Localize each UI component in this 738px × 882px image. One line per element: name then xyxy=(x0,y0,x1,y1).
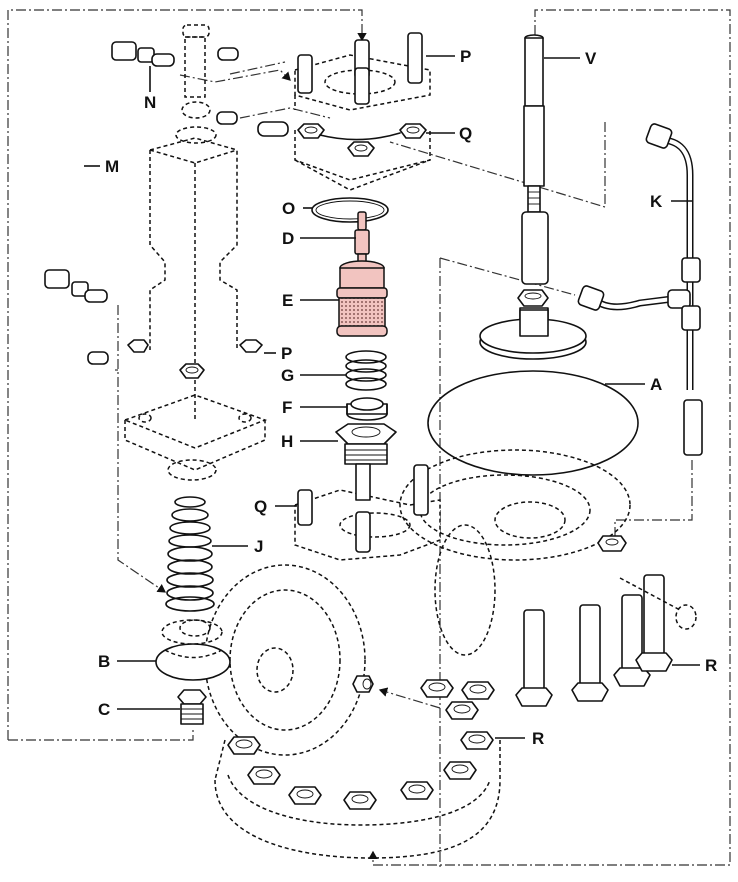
label-e: E xyxy=(282,291,293,310)
diaphragm-a xyxy=(427,370,639,476)
path-k-top xyxy=(389,122,606,208)
strainer-cartridge-e xyxy=(336,260,388,337)
label-k: K xyxy=(650,192,663,211)
label-d: D xyxy=(282,229,294,248)
valve-stem-d xyxy=(354,211,370,265)
main-spring-j xyxy=(165,496,215,612)
label-b: B xyxy=(98,652,110,671)
path-k-elbow xyxy=(439,257,576,296)
label-m: M xyxy=(105,157,119,176)
path-plug-c xyxy=(8,727,194,741)
balance-pipe-m xyxy=(24,41,175,303)
label-q-top: Q xyxy=(459,124,472,143)
push-rod-v xyxy=(479,34,587,360)
plug-c xyxy=(177,689,207,725)
path-j-arrow xyxy=(117,305,166,593)
studs-q-lower xyxy=(297,464,429,553)
return-spring-g xyxy=(345,350,387,391)
label-n: N xyxy=(144,93,156,112)
cone-seat-b xyxy=(155,619,231,681)
gasket-ring-o xyxy=(311,197,389,223)
label-p-mid: P xyxy=(281,344,292,363)
label-f: F xyxy=(282,398,292,417)
control-pipe-k xyxy=(577,123,703,456)
label-r-right: R xyxy=(705,656,717,675)
assembly-path-lines xyxy=(7,9,731,870)
path-plug-mid xyxy=(239,107,331,119)
pilot-head-hidden xyxy=(294,54,431,191)
nuts-r xyxy=(227,535,627,810)
path-r-arrow xyxy=(378,687,441,709)
label-q-low: Q xyxy=(254,497,267,516)
valve-seat-h xyxy=(335,423,397,501)
label-c: C xyxy=(98,700,110,719)
label-o: O xyxy=(282,199,295,218)
path-right-loop xyxy=(368,9,731,866)
path-left-loop xyxy=(7,9,367,740)
leader-lines xyxy=(84,55,700,739)
label-h: H xyxy=(281,432,293,451)
valve-head-f xyxy=(346,397,388,421)
label-p-top: P xyxy=(460,47,471,66)
pilot-small-parts xyxy=(87,47,289,379)
label-j: J xyxy=(254,537,263,556)
path-k-bottom xyxy=(614,460,693,540)
path-plug-top xyxy=(179,69,291,83)
path-n xyxy=(229,61,286,75)
label-a: A xyxy=(650,375,662,394)
bolts-r xyxy=(515,574,697,707)
label-r-mid: R xyxy=(532,729,544,748)
label-v: V xyxy=(585,49,597,68)
label-g: G xyxy=(281,366,294,385)
studs-p-top xyxy=(297,32,427,157)
pilot-housing-hidden xyxy=(124,24,268,481)
callout-labels: N M P Q V O D E P G F H K A Q J B C R R xyxy=(98,47,717,748)
